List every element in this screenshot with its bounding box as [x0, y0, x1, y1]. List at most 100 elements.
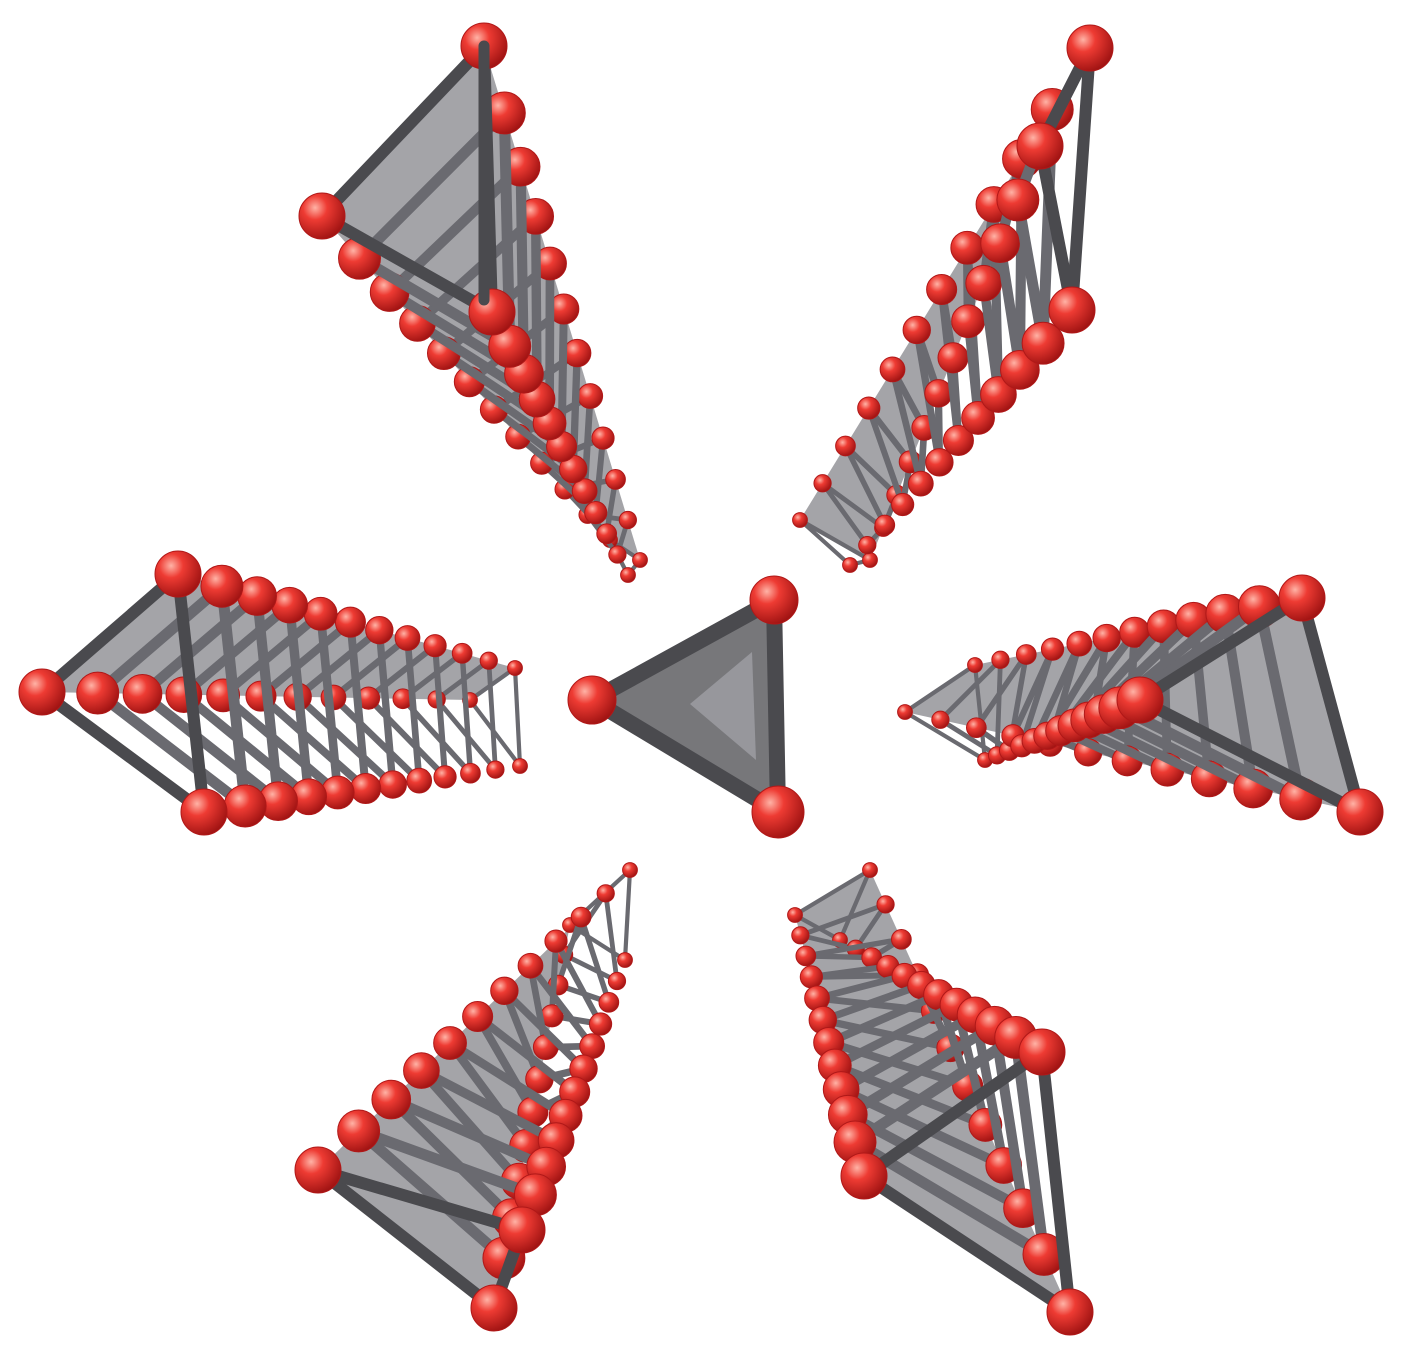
atom [468, 288, 516, 336]
atom [337, 1109, 381, 1153]
layer-rod [820, 480, 886, 531]
layer-rod [179, 689, 314, 802]
atom [512, 758, 528, 774]
layer-rod [1134, 592, 1308, 706]
atom [76, 671, 120, 715]
atom [298, 192, 346, 240]
layer-rod [820, 480, 870, 548]
layer-rod [353, 1125, 510, 1264]
layer-rod [527, 962, 596, 1050]
atom [223, 784, 267, 828]
layer-rod [836, 1010, 980, 1095]
layer-rod [865, 405, 906, 508]
atom [378, 770, 407, 799]
structure-group [18, 22, 1384, 1336]
layer-rod [316, 210, 498, 318]
atom [271, 586, 309, 624]
central-triangle [567, 575, 805, 839]
atom [879, 356, 906, 383]
atom [792, 512, 808, 528]
layer-rod [902, 709, 988, 763]
layer-rod [842, 1020, 1000, 1120]
atom [1000, 350, 1040, 390]
atom [951, 304, 985, 339]
layer-rod [1114, 702, 1307, 805]
layer-rod [973, 651, 1029, 731]
prism-arm-4 [897, 574, 1384, 836]
atom [294, 1146, 342, 1194]
atom [787, 907, 803, 923]
atom [563, 338, 592, 368]
atom [334, 606, 366, 638]
atom [1278, 574, 1326, 622]
layer-rod [432, 642, 449, 780]
layer-rod [889, 366, 925, 488]
layer-rod [36, 568, 184, 698]
layer-rod [172, 568, 210, 818]
layer-rod [902, 662, 978, 715]
central-triangle-opening [690, 652, 756, 760]
layer-rod [858, 1046, 1048, 1182]
atom [1021, 321, 1065, 365]
atom [931, 710, 950, 729]
prism-arm-2 [792, 24, 1114, 573]
layer-rod [330, 694, 423, 785]
atom [507, 660, 523, 676]
atom [1048, 286, 1096, 334]
atom [350, 772, 382, 804]
atom [365, 615, 394, 645]
atom [862, 552, 878, 568]
layer-rod [312, 1164, 500, 1314]
layer-rod [592, 435, 607, 516]
layer-rod [842, 443, 888, 528]
atom [840, 1152, 888, 1200]
atom [791, 926, 810, 945]
central-atom [749, 575, 799, 625]
layer-rod [294, 626, 383, 701]
atom [924, 379, 953, 408]
atom [571, 478, 598, 504]
layer-rod [312, 1164, 528, 1236]
atom [584, 501, 608, 525]
atom [486, 760, 505, 779]
central-triangle-face [592, 600, 778, 812]
layer-rod [824, 990, 943, 1047]
layer-rod [36, 686, 210, 818]
layer-rod [803, 936, 905, 959]
central-rod [766, 592, 786, 820]
layer-rod [803, 953, 875, 961]
atom [608, 545, 627, 564]
layer-rod [137, 688, 284, 807]
layer-rod [137, 590, 263, 699]
layer-rod [500, 987, 588, 1073]
layer-rod [416, 1065, 561, 1146]
layer-rod [552, 938, 604, 1028]
layer-rod [386, 1094, 552, 1172]
atom [926, 273, 958, 305]
atom [406, 767, 433, 794]
layer-rod [1253, 601, 1307, 805]
atom [991, 650, 1010, 669]
layer-rod [813, 972, 908, 1002]
layer-rod [989, 1020, 1029, 1214]
layer-rod [346, 618, 370, 793]
atom [605, 469, 626, 490]
layer-rod [284, 600, 314, 802]
atom [433, 765, 457, 789]
layer-rod [837, 867, 873, 943]
atom [303, 596, 338, 631]
layer-rod [1018, 646, 1056, 749]
atom [433, 1026, 467, 1060]
atom [544, 929, 568, 953]
layer-rod [792, 867, 873, 918]
atom [1116, 676, 1164, 724]
layer-rod [92, 687, 251, 812]
atom [891, 492, 915, 517]
layer-rod [1036, 1046, 1076, 1318]
atom [925, 448, 954, 477]
layer-rod [473, 1012, 579, 1096]
layer-rod [353, 1125, 541, 1201]
prism-arm-3 [18, 550, 528, 836]
atom [842, 557, 858, 573]
layer-rod [819, 981, 926, 1024]
